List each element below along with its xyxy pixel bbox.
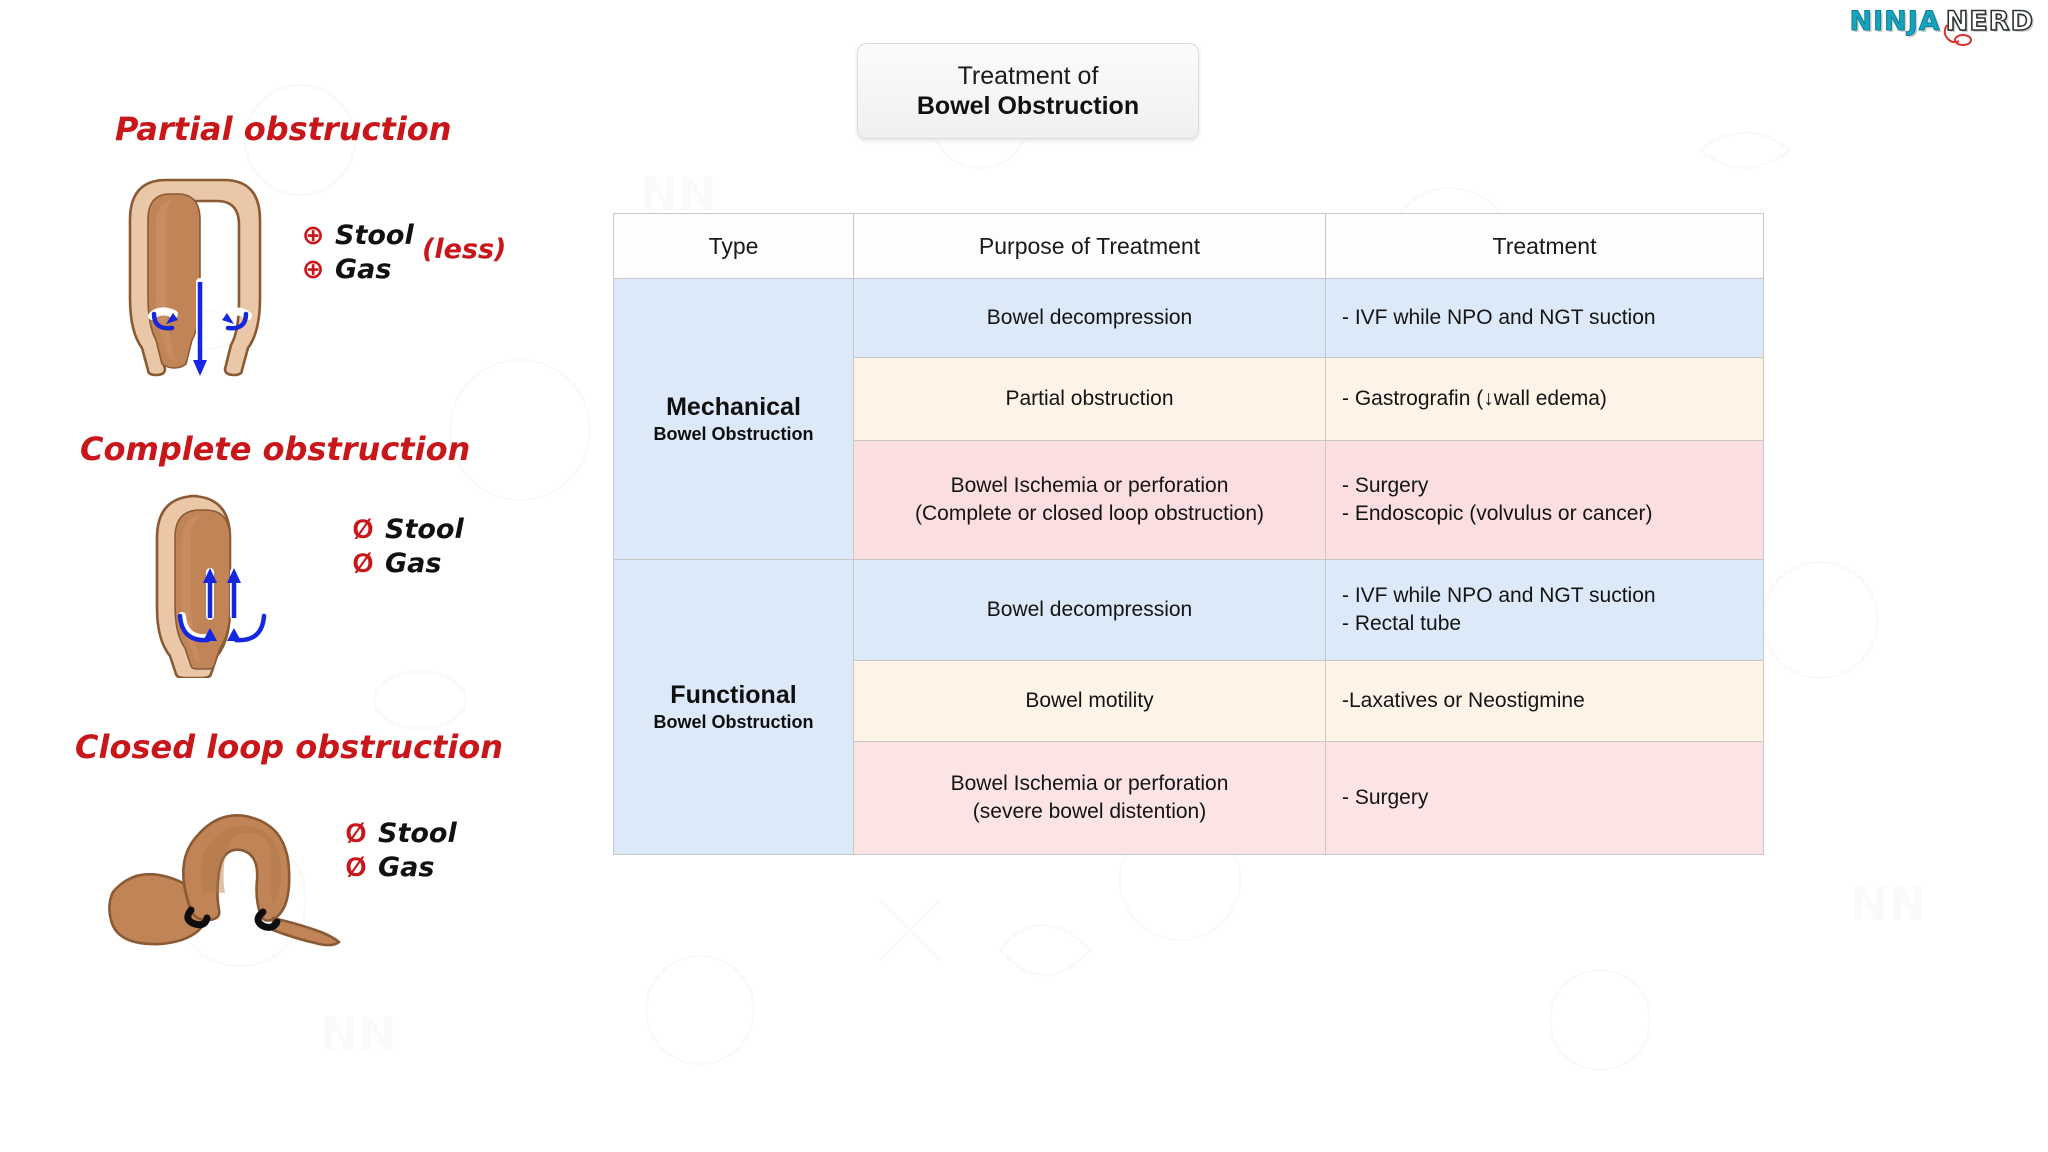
symbol-row: Ø Stool	[350, 512, 464, 546]
type-cell-mechanical: Mechanical Bowel Obstruction	[613, 278, 854, 560]
empty-set-icon: Ø	[352, 513, 374, 544]
symbol-label: Gas	[335, 253, 392, 285]
purpose-cell: Bowel Ischemia or perforation (Complete …	[853, 440, 1326, 560]
stethoscope-icon	[1944, 24, 1973, 46]
treatment-table: Type Purpose of Treatment Treatment Mech…	[613, 213, 1764, 855]
purpose-cell: Bowel decompression	[853, 278, 1326, 358]
treatment-line: - Gastrografin (↓wall edema)	[1342, 386, 1607, 410]
symbol-label: Gas	[385, 547, 442, 579]
slide-title-card: Treatment of Bowel Obstruction	[857, 43, 1199, 139]
treatment-line: - Rectal tube	[1342, 612, 1462, 635]
header-treatment: Treatment	[1325, 213, 1764, 279]
figure-title-closed-loop: Closed loop obstruction	[75, 728, 504, 766]
type-name-functional: Functional	[670, 680, 797, 709]
table-row: Bowel Ischemia or perforation (severe bo…	[614, 741, 1764, 855]
symbol-label: Stool	[335, 219, 414, 251]
figure-partial-obstruction: Partial obstruction ⊕ Stool ⊕ Gas	[110, 110, 580, 377]
header-purpose: Purpose of Treatment	[853, 213, 1326, 279]
header-type: Type	[613, 213, 854, 279]
treatment-cell: - Surgery - Endoscopic (volvulus or canc…	[1325, 440, 1764, 560]
svg-text:NN: NN	[1850, 877, 1927, 931]
treatment-cell: -Laxatives or Neostigmine	[1325, 660, 1764, 742]
purpose-cell: Bowel motility	[853, 660, 1326, 742]
treatment-cell: - Surgery	[1325, 741, 1764, 855]
complete-symbol-list: Ø Stool Ø Gas	[350, 512, 464, 580]
table-header-row: Type Purpose of Treatment Treatment	[613, 213, 1764, 279]
partial-note-less: (less)	[422, 234, 507, 265]
symbol-label: Stool	[385, 513, 464, 545]
empty-set-icon: Ø	[345, 817, 367, 848]
table-row: Mechanical Bowel Obstruction Bowel decom…	[613, 278, 1764, 560]
closed-loop-illustration	[108, 814, 341, 947]
purpose-cell: Bowel Ischemia or perforation (severe bo…	[853, 741, 1326, 855]
treatment-line: - Surgery	[1342, 473, 1429, 497]
empty-set-icon: Ø	[345, 851, 367, 882]
ninja-nerd-logo: NINJA NERD	[1849, 5, 2034, 46]
type-sub-mechanical: Bowel Obstruction	[653, 423, 814, 444]
figure-title-partial: Partial obstruction	[115, 110, 452, 148]
plus-circle-icon: ⊕	[301, 253, 325, 284]
closed-loop-symbol-list: Ø Stool Ø Gas	[343, 816, 457, 884]
plus-circle-icon: ⊕	[301, 219, 325, 250]
treatment-cell: - IVF while NPO and NGT suction	[1325, 278, 1764, 358]
treatment-cell: - IVF while NPO and NGT suction - Rectal…	[1325, 559, 1764, 661]
partial-obstruction-illustration	[128, 178, 262, 377]
symbol-row: Ø Gas	[350, 546, 464, 580]
treatment-line: - IVF while NPO and NGT suction	[1342, 305, 1656, 329]
symbol-label: Stool	[378, 817, 457, 849]
table-row: Partial obstruction - Gastrografin (↓wal…	[614, 357, 1764, 441]
purpose-cell: Partial obstruction	[853, 357, 1326, 441]
type-sub-functional: Bowel Obstruction	[653, 711, 814, 732]
logo-nerd-text: NERD	[1945, 5, 2034, 38]
partial-symbol-list: ⊕ Stool ⊕ Gas	[300, 218, 414, 286]
logo-ninja-text: NINJA	[1849, 6, 1941, 38]
treatment-cell: - Gastrografin (↓wall edema)	[1325, 357, 1764, 441]
figure-complete-obstruction: Complete obstruction Ø Stool Ø Gas	[80, 430, 550, 680]
symbol-label: Gas	[378, 851, 435, 883]
figure-closed-loop-obstruction: Closed loop obstruction Ø Stool Ø Gas	[75, 728, 555, 988]
symbol-row: ⊕ Gas	[300, 252, 414, 286]
symbol-row: Ø Stool	[343, 816, 457, 850]
symbol-row: Ø Gas	[343, 850, 457, 884]
table-row: Bowel Ischemia or perforation (Complete …	[614, 440, 1764, 560]
treatment-line: - Endoscopic (volvulus or cancer)	[1342, 502, 1653, 525]
table-row: Bowel motility -Laxatives or Neostigmine	[614, 660, 1764, 742]
svg-text:NN: NN	[320, 1007, 397, 1061]
symbol-row: ⊕ Stool	[300, 218, 414, 252]
complete-obstruction-illustration	[155, 494, 267, 678]
empty-set-icon: Ø	[352, 547, 374, 578]
type-cell-functional: Functional Bowel Obstruction	[613, 559, 854, 855]
title-line-2: Bowel Obstruction	[916, 92, 1140, 120]
figure-title-complete: Complete obstruction	[80, 430, 471, 468]
purpose-cell: Bowel decompression	[853, 559, 1326, 661]
treatment-line: - Surgery	[1342, 785, 1429, 809]
type-name-mechanical: Mechanical	[666, 392, 801, 421]
table-row: Functional Bowel Obstruction Bowel decom…	[613, 559, 1764, 855]
title-line-1: Treatment of	[957, 61, 1099, 90]
treatment-line: - IVF while NPO and NGT suction	[1342, 583, 1656, 607]
treatment-line: -Laxatives or Neostigmine	[1342, 688, 1585, 712]
